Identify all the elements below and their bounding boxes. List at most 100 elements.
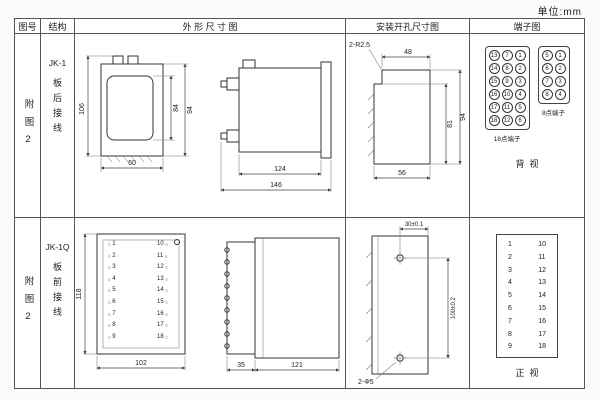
hole-diameter-note: 2-Φ5: [358, 379, 374, 386]
jk1-cutout-svg: 2-R2.5 48 81 94 56: [349, 42, 467, 180]
header-outline-dims: 外 形 尺 寸 图: [75, 19, 346, 34]
jk1-outline-svg: 106 84 94 60 124 146: [79, 55, 332, 192]
model-name: JK-1: [48, 58, 67, 68]
header-install-dims: 安装开孔尺寸图: [346, 19, 470, 34]
terminal-pin: 10: [501, 89, 513, 100]
dim-cutout-top-width: 48: [404, 49, 412, 56]
terminal-pin: 9: [501, 76, 513, 87]
unit-label: 单位:mm: [537, 7, 582, 18]
terminal-number: 8: [508, 330, 512, 338]
terminal-number: 4: [508, 279, 512, 287]
terminal-number: 12: [538, 266, 546, 274]
dim-cutout-h1: 81: [447, 120, 454, 128]
front-terminal-number: 14: [157, 285, 168, 297]
jk1q-side-view: [224, 237, 340, 359]
terminal-pin: 1: [514, 50, 526, 61]
row2-install-drawing: 30±0.1 100±0.2 2-Φ5: [346, 218, 470, 388]
row1-structure: JK-1 板后接线: [41, 34, 75, 218]
row2-structure: JK-1Q 板前接线: [41, 218, 75, 388]
terminal-pin: 3: [514, 76, 526, 87]
terminal-pin: 16: [488, 89, 500, 100]
dim-total-length: 146: [270, 182, 282, 189]
front-terminal-number: 17: [157, 320, 168, 332]
terminal-pin: 7: [501, 50, 513, 61]
front-terminal-number: 7: [108, 309, 115, 321]
front-terminal-number: 2: [108, 251, 115, 263]
front-terminal-number: 3: [108, 262, 115, 274]
front-terminal-number: 16: [157, 309, 168, 321]
front-terminal-number: 15: [157, 297, 168, 309]
row1-figure-label: 附图2: [15, 34, 41, 218]
row2-figure-label: 附图2: [15, 218, 41, 388]
terminal-number: 15: [538, 304, 546, 312]
terminal-pin: 14: [488, 63, 500, 74]
dim-front-width: 60: [128, 160, 136, 167]
dim-inner-height: 84: [173, 104, 180, 112]
figure-number: 附图2: [22, 276, 34, 330]
dim-total-height: 106: [79, 103, 86, 115]
terminal-pin: 5: [514, 102, 526, 113]
jk1q-outline-svg: 118 102 35 121: [76, 233, 340, 372]
jk1-front-view: [100, 55, 164, 163]
dim-body-height: 94: [187, 106, 194, 114]
terminal-label-18: 18点端子: [493, 136, 521, 143]
dim-body-length: 121: [291, 362, 303, 369]
front-terminal-number: 6: [108, 297, 115, 309]
figure-number: 附图2: [22, 98, 34, 153]
terminal-number: 5: [508, 292, 512, 300]
terminal-pin: 6: [541, 63, 553, 74]
terminal-number: 13: [538, 279, 546, 287]
terminal-number: 18: [538, 343, 546, 351]
jk1-side-view: [220, 59, 332, 159]
terminal-number: 10: [538, 241, 546, 248]
terminal-pin: 2: [514, 63, 526, 74]
dim-hole-offset: 30±0.1: [405, 222, 424, 228]
front-terminal-number: 11: [157, 251, 168, 263]
terminal-pin: 18: [488, 115, 500, 126]
terminal-number: 2: [508, 253, 512, 261]
jk1q-install-svg: 30±0.1 100±0.2 2-Φ5: [358, 222, 457, 386]
front-terminal-number: 9: [108, 332, 115, 344]
terminal-number: 14: [538, 292, 546, 300]
view-label-rear: 背视: [515, 159, 544, 169]
dim-body-length: 124: [274, 166, 286, 173]
front-terminal-number: 18: [157, 332, 168, 344]
terminal-pin: 12: [501, 115, 513, 126]
terminal-number: 9: [508, 343, 512, 351]
mounting-holes: [393, 251, 407, 365]
jk1q-front-view: [96, 233, 186, 355]
terminal-pin: 1: [554, 50, 566, 61]
terminal-number: 3: [508, 266, 512, 274]
row1-install-drawing: 2-R2.5 48 81 94 56: [346, 34, 470, 218]
dim-cutout-bottom-width: 56: [398, 170, 406, 177]
wiring-type: 板前接线: [52, 262, 62, 322]
front-terminal-number: 5: [108, 285, 115, 297]
terminal-number: 11: [538, 253, 546, 261]
dim-plug-length: 35: [237, 362, 245, 369]
dim-cutout-h2: 94: [460, 113, 467, 121]
front-terminal-number: 1: [108, 239, 115, 251]
terminal-pin: 7: [541, 76, 553, 87]
model-name: JK-1Q: [45, 242, 70, 252]
terminal-pin: 4: [554, 89, 566, 100]
dim-hole-spacing: 100±0.2: [451, 297, 457, 319]
front-terminal-number: 12: [157, 262, 168, 274]
terminal-pin: 8: [541, 89, 553, 100]
dim-front-width: 102: [135, 360, 147, 367]
terminal-pin: 2: [554, 63, 566, 74]
radius-note: 2-R2.5: [349, 42, 370, 49]
terminal-pin: 8: [501, 63, 513, 74]
terminal-pin: 3: [554, 76, 566, 87]
header-figure-no: 图号: [15, 19, 41, 34]
